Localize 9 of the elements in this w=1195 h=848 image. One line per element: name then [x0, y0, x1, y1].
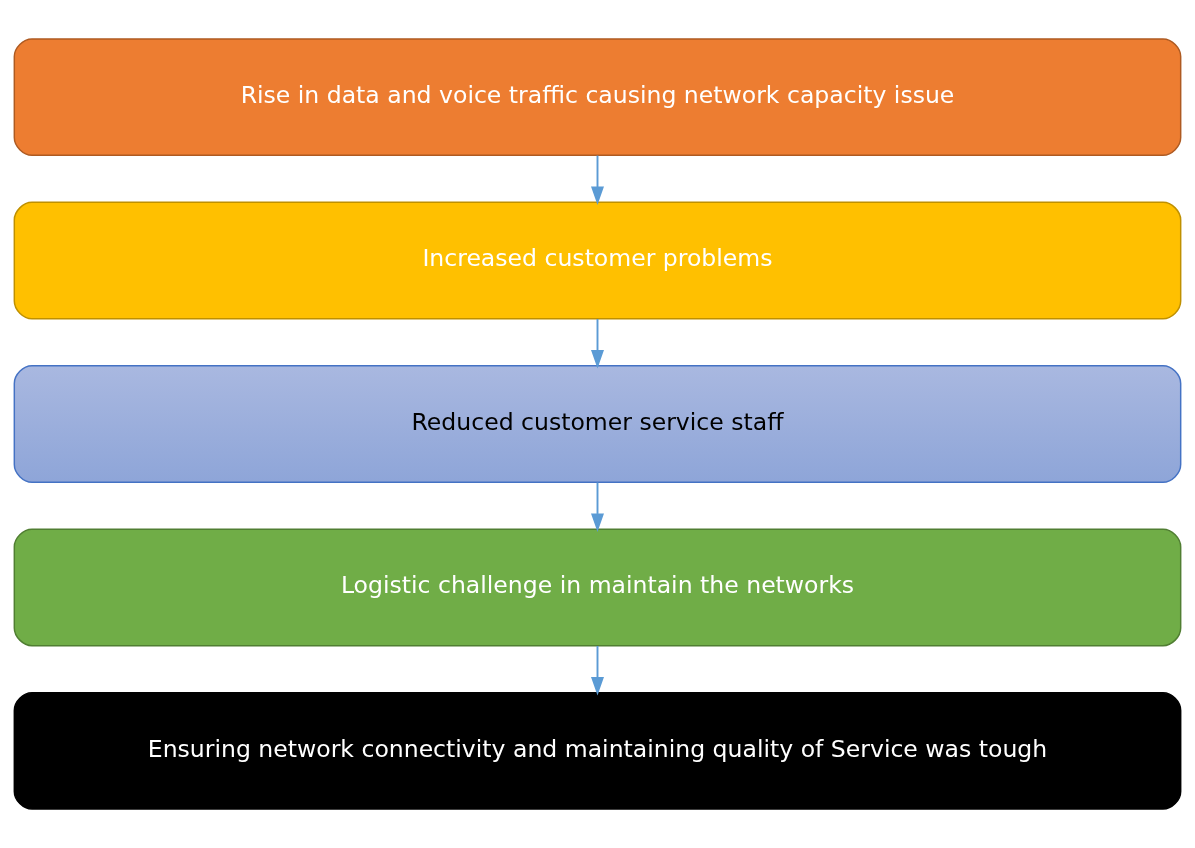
arrow	[591, 481, 604, 533]
node-box: Reduced customer service staff	[13, 365, 1182, 483]
node-box: Rise in data and voice traffic causing network capacity issue	[13, 38, 1182, 156]
arrow	[591, 318, 604, 369]
node-box: Increased customer problems	[13, 201, 1182, 320]
node-box: Ensuring network connectivity and maintaining quality of Service was tough	[13, 692, 1182, 810]
arrow	[591, 154, 604, 206]
arrow	[591, 645, 604, 696]
node-box: Logistic challenge in maintain the networks	[13, 528, 1182, 647]
